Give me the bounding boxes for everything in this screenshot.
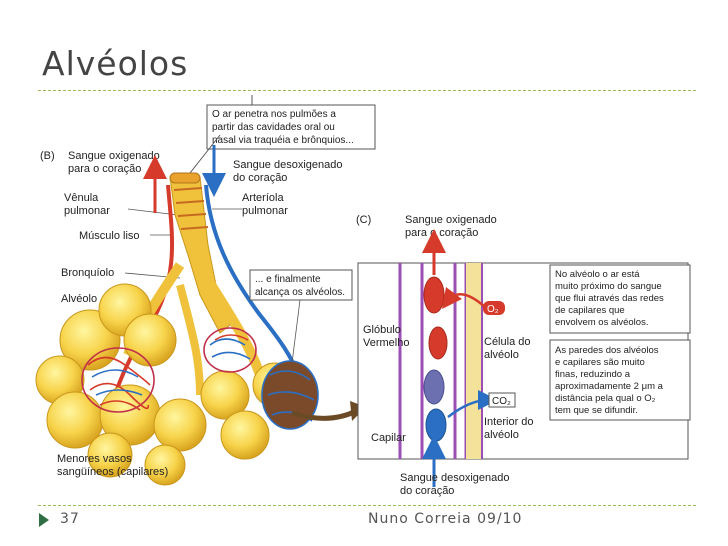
footer-author: Nuno Correia 09/10 [368, 511, 523, 527]
celula-label-1: Célula do [484, 336, 530, 348]
alveolar-sacs [35, 283, 298, 486]
proximity-note-2: muito próximo do sangue [555, 281, 662, 292]
airway-note-line-3: nasal via traquéia e brônquios... [212, 135, 354, 146]
proximity-note-4: de capilares que [555, 305, 625, 316]
interior-label-1: Interior do [484, 416, 534, 428]
wall-note-1: As paredes dos alvéolos [555, 345, 659, 356]
arteriola-label-1: Arteríola [242, 192, 284, 204]
deoxygenated-label-2: do coração [233, 172, 287, 184]
deoxygenated-label-1: Sangue desoxigenado [233, 159, 342, 171]
airway-note-line-1: O ar penetra nos pulmões a [212, 109, 336, 120]
red-cell-4 [425, 408, 447, 442]
proximity-note-3: que flui através das redes [555, 293, 664, 304]
wall-note-4: aproximadamente 2 μm a [555, 381, 664, 392]
footer-divider [38, 505, 696, 506]
airway-note-box [206, 104, 376, 150]
capillaries-label-1: Menores vasos [57, 453, 132, 465]
globulo-label-1: Glóbulo [363, 324, 401, 336]
page-number: 37 [60, 511, 80, 527]
co2-badge [488, 392, 516, 408]
venula-label-1: Vênula [64, 192, 99, 204]
c-deoxygenated-label-1: Sangue desoxigenado [400, 472, 509, 484]
c-oxygenated-label-1: Sangue oxigenado [405, 214, 497, 226]
c-deoxygenated-label-2: do coração [400, 485, 454, 497]
celula-label-2: alvéolo [484, 349, 519, 361]
reach-note-box [249, 269, 353, 301]
oxygenated-label-1: Sangue oxigenado [68, 150, 160, 162]
musculo-label: Músculo liso [79, 230, 140, 242]
proximity-note-box [549, 264, 691, 334]
interior-label-2: alvéolo [484, 429, 519, 441]
wall-note-6: tem que se difundir. [555, 405, 638, 416]
alveoli-diagram: (B) Sangue oxigenado para o coração O ar… [35, 95, 691, 497]
reach-note-line-1: ... e finalmente [255, 274, 321, 285]
c-oxygenated-label-2: para o coração [405, 227, 478, 239]
o2-label: O₂ [487, 304, 499, 315]
airway-pointer [189, 134, 221, 174]
bronquiolo-label: Bronquíolo [61, 267, 114, 279]
wall-note-3: finas, reduzindo a [555, 369, 631, 380]
globulo-label-2: Vermelho [363, 337, 409, 349]
capillary-network [81, 327, 319, 430]
reach-note-line-2: alcança os alvéolos. [255, 287, 345, 298]
capillaries-label-2: sangüíneos (capilares) [57, 466, 168, 478]
oxygenated-label-2: para o coração [68, 163, 141, 175]
panel-c-label: (C) [356, 214, 371, 226]
red-cell-3 [423, 369, 445, 405]
footer-arrow-icon [39, 513, 49, 527]
panel-b-label: (B) [40, 150, 55, 162]
capilar-label: Capilar [371, 432, 406, 444]
red-cell-2 [428, 326, 448, 360]
alveolo-label: Alvéolo [61, 293, 97, 305]
o2-badge [483, 301, 505, 315]
proximity-note-5: envolvem os alvéolos. [555, 317, 648, 328]
wall-note-box [549, 339, 691, 421]
proximity-note-1: No alvéolo o ar está [555, 269, 640, 280]
airway-note-line-2: partir das cavidades oral ou [212, 122, 335, 133]
wall-note-5: distância pela qual o O₂ [555, 393, 656, 404]
co2-label: CO₂ [492, 396, 511, 407]
arteriola-label-2: pulmonar [242, 205, 288, 217]
venula-label-2: pulmonar [64, 205, 110, 217]
red-cell-1 [423, 276, 445, 314]
wall-note-2: e capilares são muito [555, 357, 645, 368]
title-divider [38, 90, 696, 91]
slide-title: Alvéolos [42, 44, 189, 83]
